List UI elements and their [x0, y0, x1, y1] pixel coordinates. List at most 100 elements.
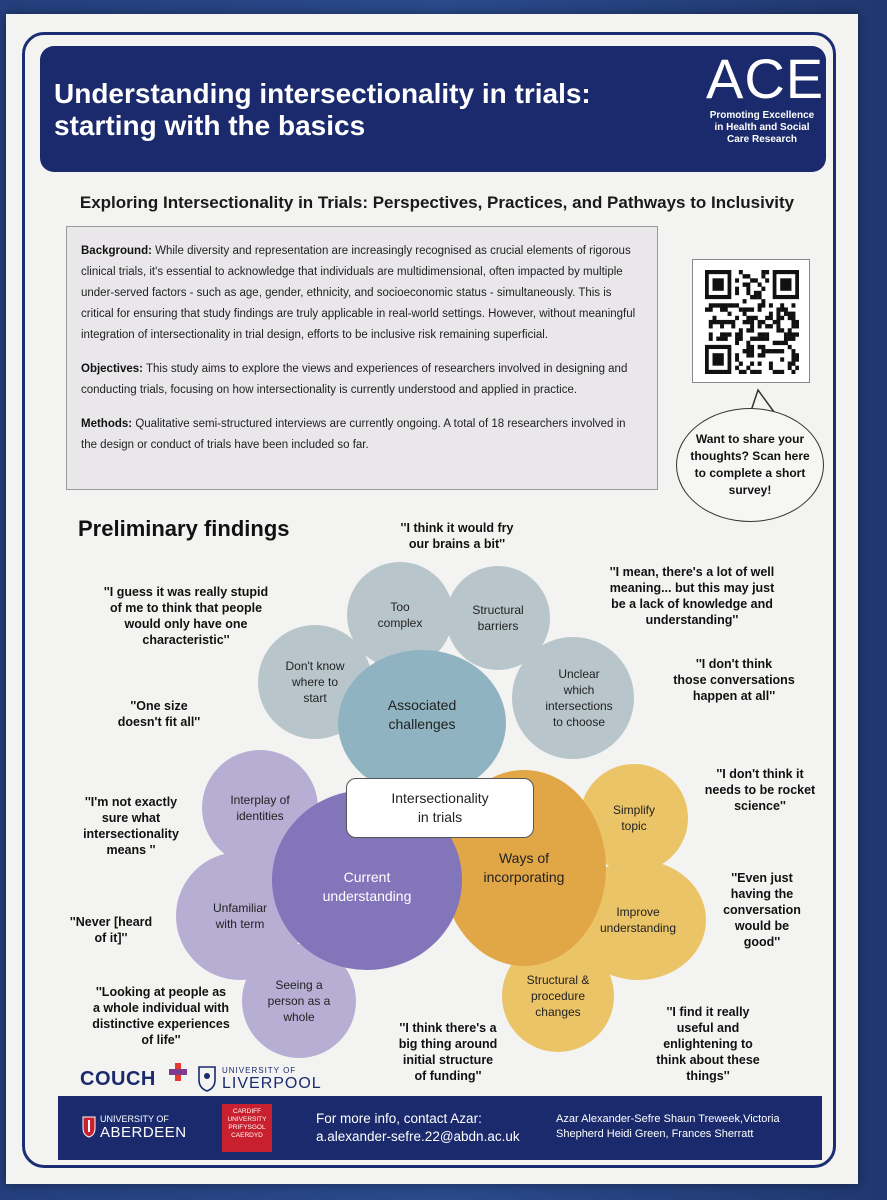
quote-line: useful and: [676, 1021, 740, 1035]
objectives-paragraph: Objectives: This study aims to explore t…: [81, 359, 643, 401]
cardiff-logo: CARDIFF UNIVERSITY PRIFYSGOL CAERDYD: [222, 1104, 272, 1152]
quote-line: good'': [743, 935, 781, 949]
footer-banner: [58, 1096, 822, 1160]
quote-line: a whole individual with: [92, 1001, 230, 1015]
petal-text: Interplay of: [230, 793, 290, 807]
core-text: Ways of: [498, 850, 550, 866]
quote-line: means '': [106, 843, 156, 857]
survey-speech-bubble: Want to share your thoughts? Scan here t…: [676, 408, 824, 522]
core-text: understanding: [322, 888, 412, 904]
quote-line: things'': [686, 1069, 730, 1083]
petal-text: where to: [291, 675, 339, 689]
quote-line: meaning... but this may just: [609, 581, 775, 595]
core-text: challenges: [388, 716, 456, 732]
quote-line: initial structure: [402, 1053, 494, 1067]
header-banner: [40, 46, 826, 172]
quote-line: ''I'm not exactly: [84, 795, 178, 809]
cardiff-text: CAERDYD: [231, 1132, 263, 1139]
ace-logo-text: ACE: [706, 47, 825, 110]
petal-text: Don't know: [285, 659, 345, 673]
methods-text: Qualitative semi-structured interviews a…: [81, 418, 626, 451]
quote-line: of life'': [141, 1033, 181, 1047]
methods-paragraph: Methods: Qualitative semi-structured int…: [81, 414, 643, 456]
petal-text: understanding: [599, 921, 677, 935]
quote-line: ''I think it would fry: [400, 521, 514, 535]
cardiff-text: PRIFYSGOL: [228, 1124, 266, 1131]
quote-line: doesn't fit all'': [117, 715, 201, 729]
survey-qr-code[interactable]: [692, 259, 810, 383]
ace-logo: ACE Promoting Excellence in Health and S…: [706, 47, 825, 146]
petal-text: Seeing a: [275, 978, 323, 992]
ace-tagline: Promoting Excellence in Health and Socia…: [706, 110, 818, 146]
quote-line: would only have one: [124, 617, 248, 631]
info-box: Background: While diversity and represen…: [66, 226, 658, 490]
poster-title: Understanding intersectionality in trial…: [54, 78, 694, 142]
ace-tagline-2: in Health and Social: [714, 122, 810, 133]
quote-line: intersectionality: [83, 827, 179, 841]
cardiff-text: UNIVERSITY: [227, 1116, 267, 1123]
quote-line: think about these: [656, 1053, 760, 1067]
quote-line: ''I find it really: [666, 1005, 750, 1019]
ace-tagline-1: Promoting Excellence: [709, 110, 815, 121]
quote-line: would be: [734, 919, 790, 933]
couch-plus-icon: [169, 1063, 187, 1081]
quote-line: of it]'': [94, 931, 128, 945]
petal-text: identities: [236, 809, 284, 823]
liverpool-big-text: LIVERPOOL: [222, 1075, 322, 1092]
core-text: incorporating: [483, 869, 565, 885]
survey-prompt: Want to share your thoughts? Scan here t…: [690, 432, 810, 497]
quote-line: science'': [734, 799, 786, 813]
background-label: Background:: [81, 245, 152, 257]
background-paragraph: Background: While diversity and represen…: [81, 241, 643, 346]
petal-text: whole: [283, 1010, 315, 1024]
cardiff-text: CARDIFF: [232, 1108, 262, 1115]
quote-line: ''One size: [130, 699, 188, 713]
quote-line: ''I don't think: [695, 657, 773, 671]
core-text: Associated: [387, 697, 457, 713]
liverpool-small-text: UNIVERSITY OF: [222, 1066, 297, 1075]
objectives-label: Objectives:: [81, 363, 143, 375]
petal-text: Unfamiliar: [212, 901, 267, 915]
quote-line: our brains a bit'': [408, 537, 506, 551]
quote-line: ''Never [heard: [69, 915, 153, 929]
quote-line: ''I think there's a: [399, 1021, 497, 1035]
petal-text: start: [303, 691, 327, 705]
aberdeen-crest-icon: [82, 1116, 96, 1138]
petal-text: which: [563, 683, 595, 697]
petal-text: person as a: [267, 994, 331, 1008]
quote-line: conversation: [723, 903, 801, 917]
quote-line: ''I mean, there's a lot of well: [609, 565, 775, 579]
petal-text: Too: [390, 600, 410, 614]
petal-text: Simplify: [612, 803, 655, 817]
background-text: While diversity and representation are i…: [81, 245, 636, 341]
author-list: Azar Alexander-Sefre Shaun Treweek,Victo…: [556, 1113, 780, 1140]
quote-line: ''Looking at people as: [95, 985, 227, 999]
objectives-text: This study aims to explore the views and…: [81, 363, 628, 396]
core-text: Current: [343, 869, 391, 885]
quote-line: understanding'': [645, 613, 739, 627]
petal-text: barriers: [477, 619, 519, 633]
contact-email[interactable]: a.alexander-sefre.22@abdn.ac.uk: [316, 1129, 520, 1144]
petal-seeing-person-as-whole: Seeing a person as a whole: [242, 944, 356, 1058]
quote-line: those conversations: [673, 673, 795, 687]
quote-line: of funding'': [414, 1069, 482, 1083]
petal-text: Structural: [472, 603, 524, 617]
ace-tagline-3: Care Research: [726, 134, 798, 145]
petal-text: Structural &: [526, 973, 590, 987]
methods-label: Methods:: [81, 418, 133, 430]
title-line-1: Understanding intersectionality in trial…: [54, 78, 591, 109]
quote-one-size: ''One size doesn't fit all'': [104, 698, 214, 730]
quote-line: ''I guess it was really stupid: [103, 585, 269, 599]
aberdeen-small-text: UNIVERSITY OF: [100, 1114, 169, 1124]
petal-text: Unclear: [558, 667, 600, 681]
quote-line: needs to be rocket: [704, 783, 816, 797]
quote-well-meaning: ''I mean, there's a lot of well meaning..…: [590, 564, 794, 628]
